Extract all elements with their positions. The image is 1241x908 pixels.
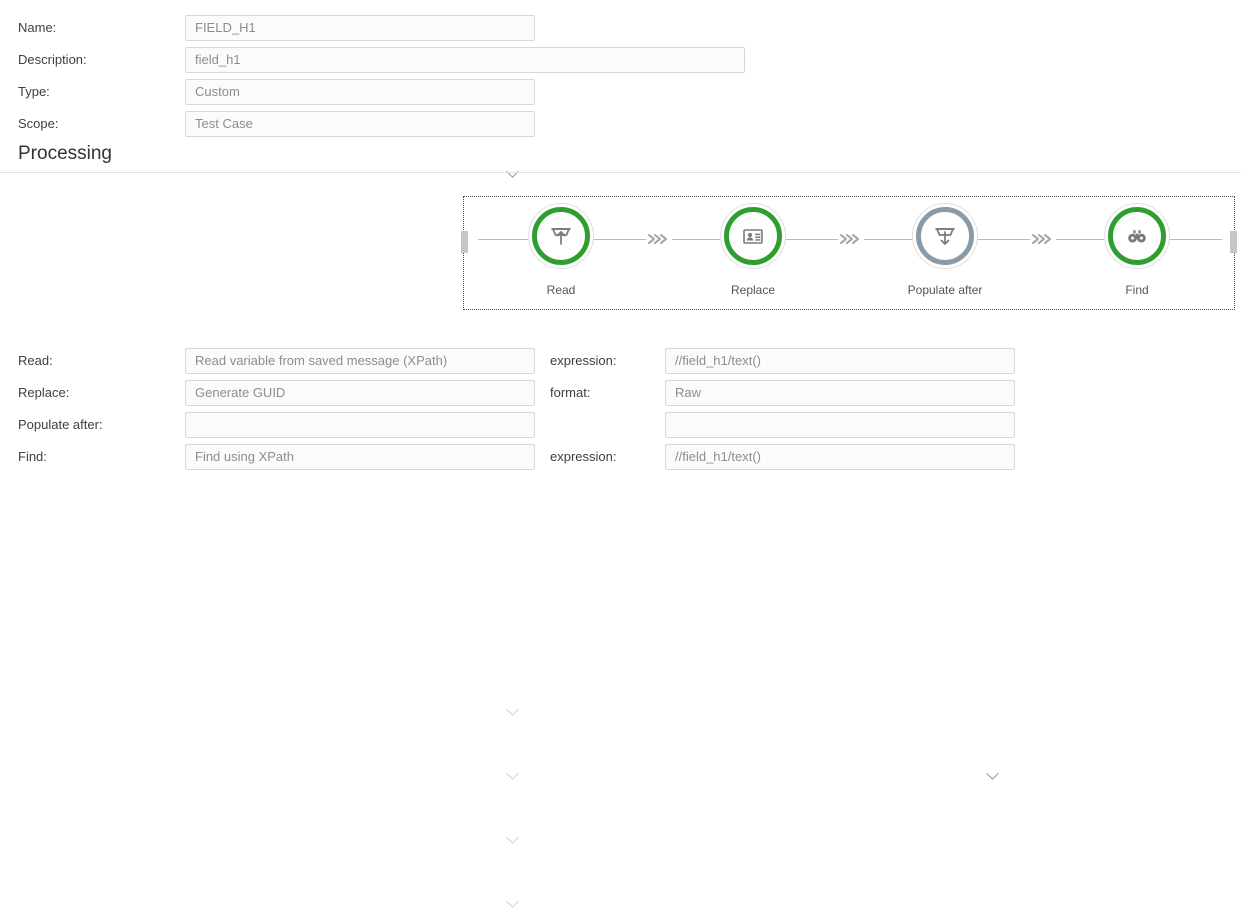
type-select[interactable]: Custom — [185, 79, 535, 105]
form-row-replace: Replace: Generate GUID format: Raw — [0, 380, 1241, 406]
flow-line-5 — [974, 239, 1030, 240]
chevron-down-icon — [508, 705, 519, 712]
resize-handle-right[interactable] — [1230, 231, 1237, 253]
processing-heading: Processing — [18, 143, 112, 164]
find-expression-input[interactable]: //field_h1/text() — [665, 444, 1015, 470]
name-input[interactable]: FIELD_H1 — [185, 15, 535, 41]
node-ring — [916, 207, 974, 265]
form-row-find: Find: Find using XPath expression: //fie… — [0, 444, 1241, 470]
flow-node-label: Replace — [730, 283, 776, 297]
chevron-down-icon — [508, 897, 519, 904]
node-ring — [532, 207, 590, 265]
read-expression-label: expression: — [550, 353, 617, 368]
flow-line-2 — [672, 239, 726, 240]
flow-line-1 — [590, 239, 646, 240]
flow-node-find[interactable]: Find — [1108, 207, 1166, 297]
populate-after-value-input[interactable] — [665, 412, 1015, 438]
read-select[interactable]: Read variable from saved message (XPath) — [185, 348, 535, 374]
scope-label: Scope: — [18, 116, 59, 131]
section-divider — [0, 172, 1241, 173]
flow-line-start — [478, 239, 530, 240]
chevron-down-icon — [988, 769, 999, 776]
flow-line-4 — [864, 239, 918, 240]
read-label: Read: — [18, 353, 53, 368]
replace-format-label: format: — [550, 385, 591, 400]
binoculars-icon — [1124, 223, 1150, 249]
form-row-populate-after: Populate after: — [0, 412, 1241, 438]
find-select[interactable]: Find using XPath — [185, 444, 535, 470]
populate-after-label: Populate after: — [18, 417, 103, 432]
processing-flow-canvas[interactable]: Read Replace — [461, 196, 1237, 310]
form-row-scope: Scope: Test Case — [0, 111, 1241, 137]
flow-node-label: Read — [546, 283, 576, 297]
flow-node-populate-after[interactable]: Populate after — [908, 207, 982, 297]
form-row-description: Description: field_h1 — [0, 47, 1241, 73]
triple-chevron-right-icon — [1030, 230, 1052, 248]
flow-node-label: Find — [1125, 283, 1149, 297]
description-label: Description: — [18, 52, 87, 67]
find-expression-label: expression: — [550, 449, 617, 464]
chevron-down-icon — [508, 833, 519, 840]
type-label: Type: — [18, 84, 50, 99]
flow-line-end — [1166, 239, 1222, 240]
flow-node-label: Populate after — [907, 283, 983, 297]
scope-select[interactable]: Test Case — [185, 111, 535, 137]
tray-down-icon — [932, 223, 958, 249]
form-row-name: Name: FIELD_H1 — [0, 15, 1241, 41]
form-row-type: Type: Custom — [0, 79, 1241, 105]
replace-label: Replace: — [18, 385, 70, 400]
triple-chevron-right-icon — [646, 230, 668, 248]
chevron-down-icon — [508, 769, 519, 776]
form-row-read: Read: Read variable from saved message (… — [0, 348, 1241, 374]
tray-up-icon — [548, 223, 574, 249]
flow-node-read[interactable]: Read — [532, 207, 590, 297]
node-ring — [724, 207, 782, 265]
find-label: Find: — [18, 449, 47, 464]
node-ring — [1108, 207, 1166, 265]
description-input[interactable]: field_h1 — [185, 47, 745, 73]
flow-line-3 — [782, 239, 838, 240]
flow-node-replace[interactable]: Replace — [724, 207, 782, 297]
populate-after-select[interactable] — [185, 412, 535, 438]
replace-select[interactable]: Generate GUID — [185, 380, 535, 406]
resize-handle-left[interactable] — [461, 231, 468, 253]
replace-format-select[interactable]: Raw — [665, 380, 1015, 406]
name-label: Name: — [18, 20, 57, 35]
read-expression-input[interactable]: //field_h1/text() — [665, 348, 1015, 374]
id-card-icon — [740, 223, 766, 249]
triple-chevron-right-icon — [838, 230, 860, 248]
flow-line-6 — [1056, 239, 1110, 240]
